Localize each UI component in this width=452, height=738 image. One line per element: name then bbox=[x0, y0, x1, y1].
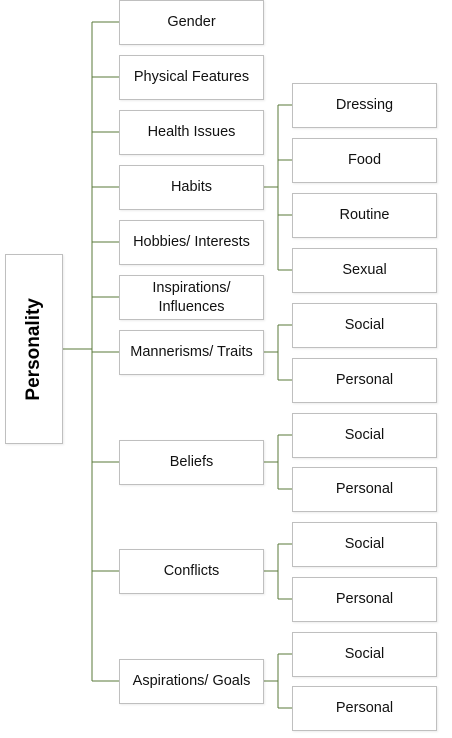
node-habits-sexual: Sexual bbox=[292, 248, 437, 293]
node-label: Personal bbox=[335, 700, 394, 717]
node-habits-dressing: Dressing bbox=[292, 83, 437, 128]
node-label: Social bbox=[344, 536, 385, 553]
node-label: Hobbies/ Interests bbox=[133, 234, 250, 251]
node-beliefs: Beliefs bbox=[119, 440, 264, 485]
node-mannerisms-personal: Personal bbox=[292, 358, 437, 403]
node-conflicts-social: Social bbox=[292, 522, 437, 567]
node-habits-food: Food bbox=[292, 138, 437, 183]
node-physical-features: Physical Features bbox=[119, 55, 264, 100]
node-label: Conflicts bbox=[163, 563, 220, 580]
node-label: Health Issues bbox=[147, 124, 236, 141]
node-label: Aspirations/ Goals bbox=[132, 673, 251, 690]
node-habits: Habits bbox=[119, 165, 264, 210]
node-mannerisms-traits: Mannerisms/ Traits bbox=[119, 330, 264, 375]
node-label: Food bbox=[347, 152, 382, 169]
root-label: Personality bbox=[22, 297, 44, 401]
node-hobbies-interests: Hobbies/ Interests bbox=[119, 220, 264, 265]
node-label: Social bbox=[344, 317, 385, 334]
node-conflicts-personal: Personal bbox=[292, 577, 437, 622]
node-label: Habits bbox=[170, 179, 213, 196]
node-label: Physical Features bbox=[133, 69, 250, 86]
node-beliefs-personal: Personal bbox=[292, 467, 437, 512]
node-label: Sexual bbox=[342, 262, 387, 279]
node-label: Social bbox=[344, 427, 385, 444]
node-mannerisms-social: Social bbox=[292, 303, 437, 348]
node-beliefs-social: Social bbox=[292, 413, 437, 458]
node-aspirations-social: Social bbox=[292, 632, 437, 677]
node-aspirations-personal: Personal bbox=[292, 686, 437, 731]
node-label: Mannerisms/ Traits bbox=[130, 344, 253, 361]
node-gender: Gender bbox=[119, 0, 264, 45]
node-conflicts: Conflicts bbox=[119, 549, 264, 594]
node-label: Personal bbox=[335, 481, 394, 498]
node-habits-routine: Routine bbox=[292, 193, 437, 238]
node-label: Beliefs bbox=[169, 454, 214, 471]
node-label: Gender bbox=[167, 14, 216, 31]
node-label: Inspirations/ Influences bbox=[152, 279, 231, 315]
node-aspirations-goals: Aspirations/ Goals bbox=[119, 659, 264, 704]
node-label: Routine bbox=[339, 207, 390, 224]
node-label: Dressing bbox=[335, 97, 394, 114]
node-label: Personal bbox=[335, 591, 394, 608]
root-node-personality: Personality bbox=[5, 254, 63, 444]
node-health-issues: Health Issues bbox=[119, 110, 264, 155]
node-label: Social bbox=[344, 646, 385, 663]
node-label: Personal bbox=[335, 372, 394, 389]
node-inspirations-influences: Inspirations/ Influences bbox=[119, 275, 264, 320]
